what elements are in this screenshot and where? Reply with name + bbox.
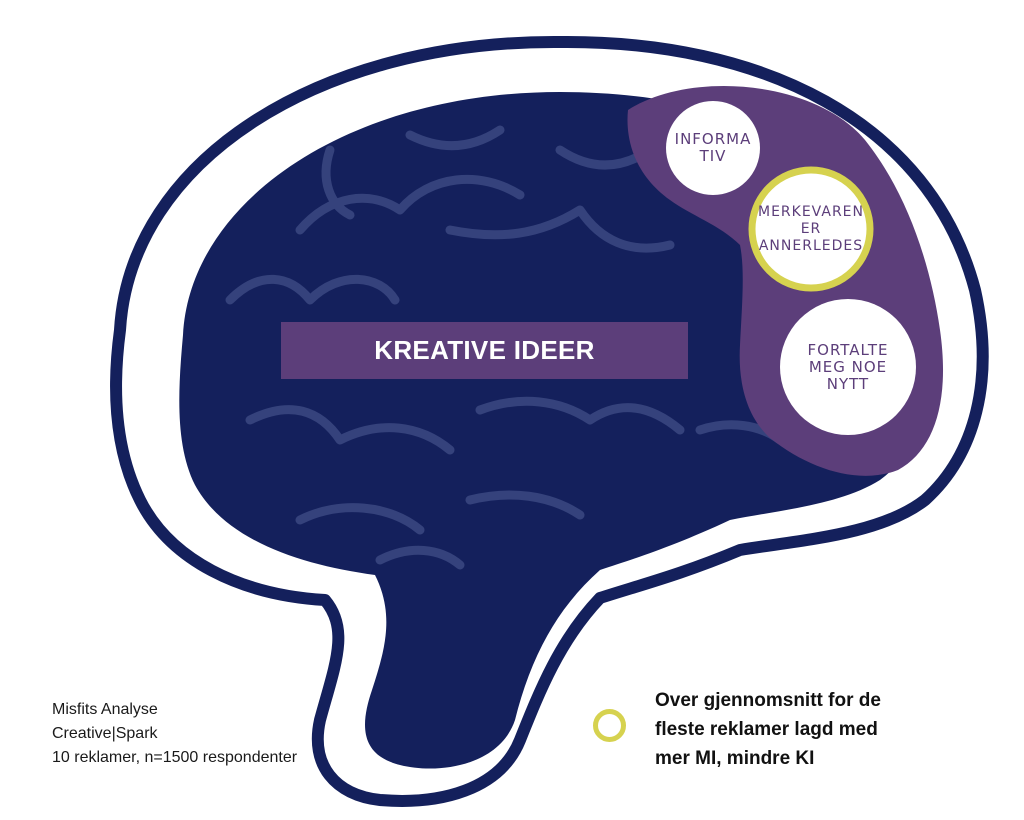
merkevaren-circle bbox=[748, 166, 874, 292]
merkevaren-label: MERKEVAREN ER ANNERLEDES bbox=[758, 203, 864, 254]
source-line-1: Misfits Analyse bbox=[52, 701, 158, 718]
legend-ring-icon bbox=[593, 709, 626, 742]
brain-outline bbox=[110, 35, 989, 807]
informativ-circle bbox=[666, 101, 760, 195]
source-note: Misfits Analyse Creative|Spark 10 reklam… bbox=[52, 698, 352, 770]
kreative-ideer-banner bbox=[281, 322, 688, 379]
informativ-label: INFORMA TIV bbox=[674, 130, 752, 165]
nytt-circle bbox=[780, 299, 916, 435]
nytt-label: FORTALTE MEG NOE NYTT bbox=[807, 340, 889, 393]
banner-label: KREATIVE IDEER bbox=[374, 335, 595, 365]
source-line-3: 10 reklamer, n=1500 respondenter bbox=[52, 749, 298, 766]
legend-text: Over gjennomsnitt for de fleste reklamer… bbox=[655, 690, 881, 769]
source-line-2: Creative|Spark bbox=[52, 725, 158, 742]
